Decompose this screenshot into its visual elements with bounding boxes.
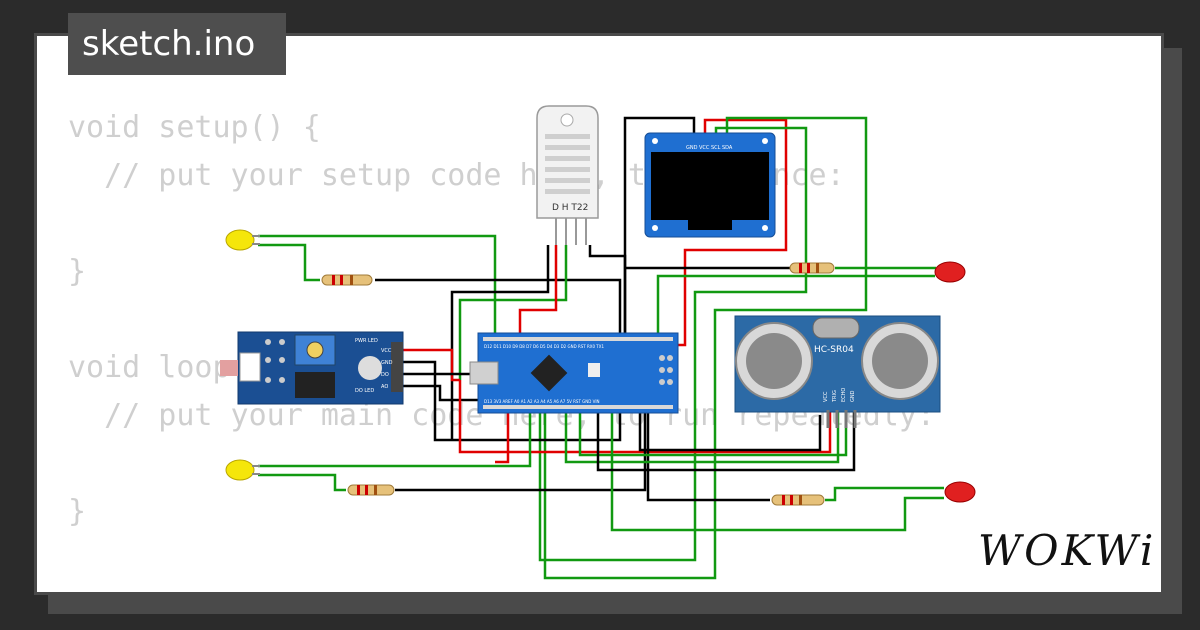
wire xyxy=(518,245,558,335)
resistor[interactable] xyxy=(789,262,835,274)
wire xyxy=(258,243,320,282)
wokwi-logo: WOKWi xyxy=(978,526,1157,575)
ultrasonic-pin-trig: TRIG xyxy=(832,390,838,403)
oled-pin-vcc: VCC xyxy=(699,145,710,151)
oled-pin-scl: SCL xyxy=(711,145,721,151)
resistor[interactable] xyxy=(347,484,395,496)
wire xyxy=(258,410,532,468)
led-red-bottom[interactable] xyxy=(944,481,976,503)
wire xyxy=(395,410,647,492)
oled-pin-gnd: GND xyxy=(686,145,698,151)
wire xyxy=(825,486,944,502)
led-yellow-bottom[interactable] xyxy=(225,459,260,481)
dht22-label: D H T22 xyxy=(552,203,588,213)
wire xyxy=(543,116,868,580)
wire xyxy=(623,116,696,335)
wire xyxy=(596,410,856,472)
led-red-top[interactable] xyxy=(934,261,966,283)
wire xyxy=(375,278,622,335)
ldr-module[interactable]: PWR LED DO LED VCC GND DO AO xyxy=(220,331,404,405)
ultrasonic-pin-gnd: GND xyxy=(850,390,856,402)
wire xyxy=(564,410,840,464)
oled-pin-sda: SDA xyxy=(722,145,733,151)
resistor[interactable] xyxy=(321,274,373,286)
wire xyxy=(656,274,935,335)
hc-sr04-sensor[interactable]: HC-SR04 VCC TRIG ECHO GND xyxy=(734,315,941,428)
code-line: void setup() { xyxy=(68,110,321,145)
ldr-do-led: DO LED xyxy=(355,388,374,394)
dht22-sensor[interactable]: D H T22 xyxy=(536,105,599,245)
file-tab[interactable]: sketch.ino xyxy=(68,13,286,75)
code-line: } xyxy=(68,494,87,529)
wire xyxy=(400,348,460,382)
wire xyxy=(610,410,944,532)
wire xyxy=(538,126,808,562)
ldr-pin-ao: AO xyxy=(381,384,388,390)
wire xyxy=(400,384,478,402)
ultrasonic-pin-echo: ECHO xyxy=(841,388,847,402)
resistor[interactable] xyxy=(771,494,825,506)
hc-sr04-label: HC-SR04 xyxy=(814,345,854,355)
wire xyxy=(638,410,822,452)
wire xyxy=(258,234,497,335)
ldr-pin-vcc: VCC xyxy=(381,348,392,354)
wire xyxy=(578,410,848,457)
ldr-pin-do: DO xyxy=(381,372,389,378)
wire xyxy=(458,245,568,380)
wire xyxy=(625,118,788,347)
ldr-pwr-led: PWR LED xyxy=(355,338,378,344)
wire xyxy=(495,410,510,464)
nano-bottom-pins: D13 3V3 AREF A0 A1 A2 A3 A4 A5 A6 A7 5V … xyxy=(484,399,600,404)
wire xyxy=(258,473,346,492)
project-card[interactable] xyxy=(34,33,1164,595)
ldr-pin-gnd: GND xyxy=(381,360,393,366)
arduino-nano[interactable]: D12 D11 D10 D9 D8 D7 D6 D5 D4 D3 D2 GND … xyxy=(469,332,679,414)
ultrasonic-pin-vcc: VCC xyxy=(823,391,829,402)
nano-top-pins: D12 D11 D10 D9 D8 D7 D6 D5 D4 D3 D2 GND … xyxy=(484,344,604,349)
code-line: } xyxy=(68,254,87,289)
oled-display[interactable]: GND VCC SCL SDA xyxy=(644,132,776,238)
wire xyxy=(646,410,770,502)
led-yellow-top[interactable] xyxy=(225,229,260,251)
wire xyxy=(400,360,622,442)
